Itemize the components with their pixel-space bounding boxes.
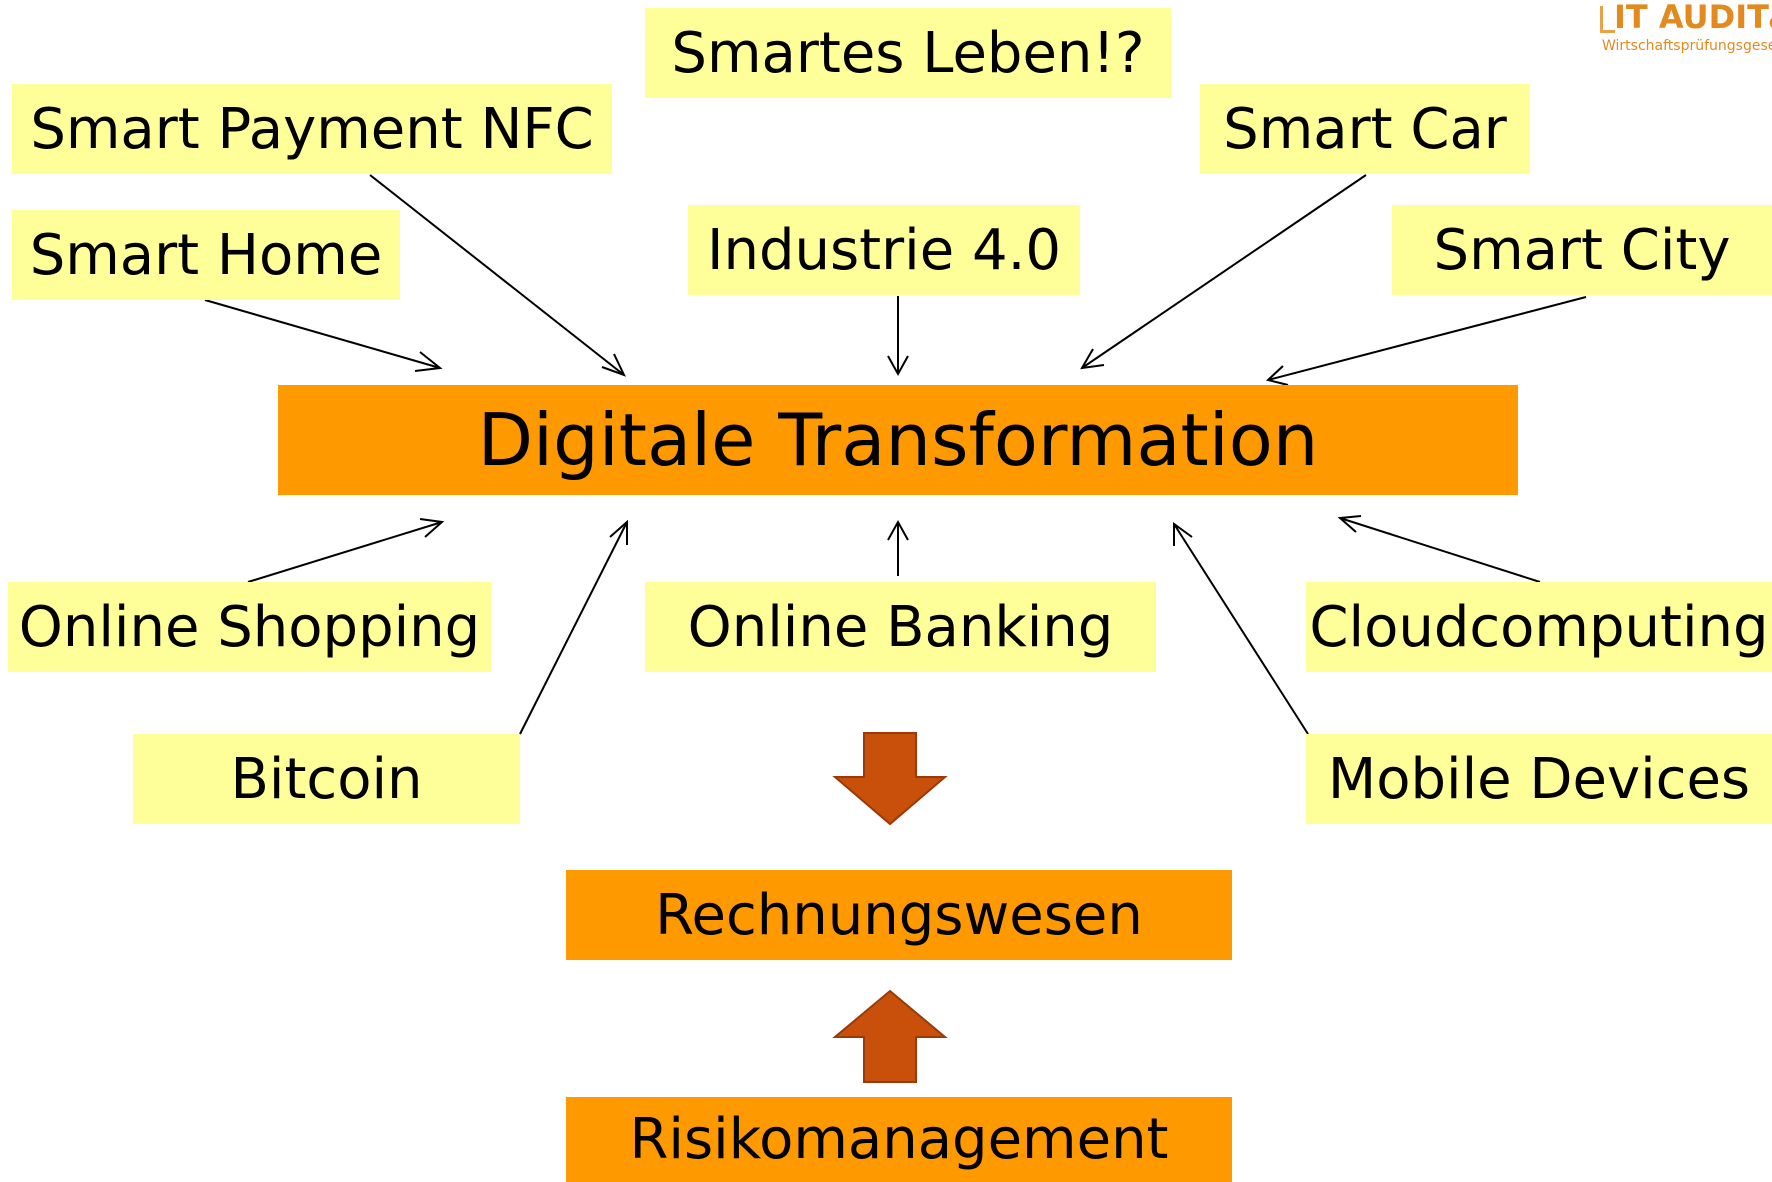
- arrow-smart-payment: [369, 174, 626, 377]
- node-smart-city: Smart City: [1392, 205, 1772, 295]
- node-smart-payment-nfc: Smart Payment NFC: [12, 84, 612, 174]
- node-smart-home: Smart Home: [12, 210, 400, 300]
- box-rechnungswesen: Rechnungswesen: [566, 870, 1232, 960]
- block-arrow-up: [832, 989, 948, 1083]
- arrow-industrie: [887, 296, 909, 377]
- arrow-online-shopping: [247, 518, 445, 583]
- arrow-smart-home: [204, 299, 443, 372]
- node-cloudcomputing: Cloudcomputing: [1306, 582, 1772, 672]
- box-risikomanagement: Risikomanagement: [566, 1097, 1232, 1182]
- node-bitcoin: Bitcoin: [133, 734, 520, 824]
- logo-subtitle: Wirtschaftsprüfungsgesellsc: [1602, 38, 1772, 54]
- node-smart-car: Smart Car: [1200, 84, 1530, 174]
- logo-title-text: IT AUDIT: [1614, 0, 1769, 36]
- company-logo: IT AUDITGr Wirtschaftsprüfungsgesellsc: [1600, 0, 1772, 56]
- arrow-cloudcomputing: [1337, 515, 1541, 583]
- node-smartes-leben: Smartes Leben!?: [645, 8, 1171, 98]
- arrow-smart-car: [1080, 174, 1367, 370]
- arrow-bitcoin: [519, 519, 628, 735]
- arrow-smart-city: [1265, 296, 1587, 386]
- block-arrow-down: [832, 732, 948, 826]
- node-industrie-4-0: Industrie 4.0: [688, 205, 1080, 295]
- center-digitale-transformation: Digitale Transformation: [278, 385, 1518, 495]
- arrow-mobile-devices: [1173, 522, 1309, 735]
- logo-bracket: [1600, 6, 1615, 33]
- logo-title-suffix: Gr: [1769, 16, 1772, 32]
- arrow-online-banking: [887, 519, 909, 576]
- node-mobile-devices: Mobile Devices: [1306, 734, 1772, 824]
- node-online-banking: Online Banking: [645, 582, 1156, 672]
- logo-title: IT AUDITGr: [1614, 0, 1772, 36]
- node-online-shopping: Online Shopping: [8, 582, 491, 672]
